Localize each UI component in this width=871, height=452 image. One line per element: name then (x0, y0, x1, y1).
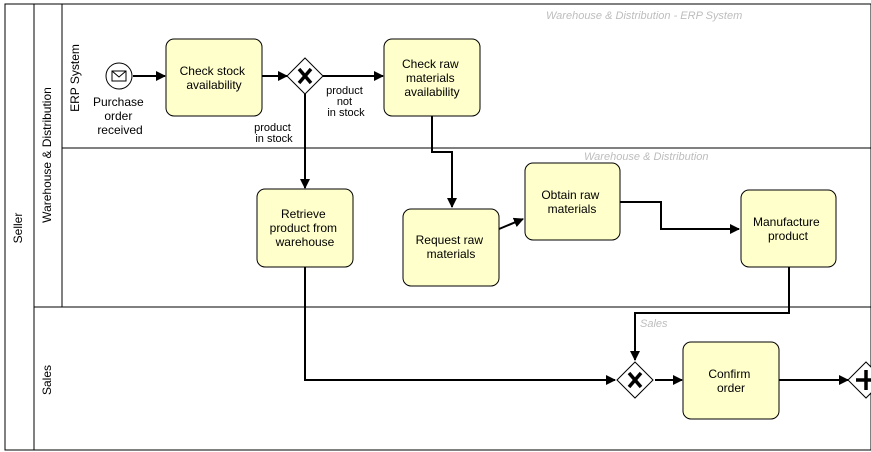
exclusive-x-icon (627, 371, 643, 389)
task-manufacture-label: Manufacture product (753, 215, 823, 243)
start-event-label: Purchase order received (93, 95, 147, 137)
task-retrieve[interactable]: Retrieve product from warehouse (256, 188, 354, 268)
pool-label: Seller (11, 213, 25, 244)
lane-warehouse-label: Warehouse & Distribution (40, 87, 54, 223)
flow-check-raw-to-request-raw (431, 116, 457, 208)
task-obtain-raw-label: Obtain raw materials (541, 188, 602, 216)
task-confirm-order[interactable]: Confirm order (682, 341, 780, 420)
task-confirm-order-label: Confirm order (708, 367, 753, 395)
task-check-raw-label: Check raw materials availability (402, 57, 462, 99)
parallel-plus-icon (856, 370, 871, 390)
flow-request-to-obtain (498, 217, 524, 230)
task-manufacture[interactable]: Manufacture product (740, 189, 837, 268)
task-check-raw[interactable]: Check raw materials availability (383, 38, 481, 117)
envelope-icon (111, 70, 127, 82)
task-retrieve-label: Retrieve product from warehouse (270, 207, 341, 249)
task-check-stock[interactable]: Check stock availability (165, 38, 263, 117)
exclusive-x-icon (297, 67, 313, 85)
pool-seller: Seller (4, 3, 871, 451)
gateway-join[interactable] (616, 361, 654, 399)
start-event[interactable]: Purchase order received (93, 62, 147, 137)
lane-warehouse: Warehouse & Distribution Warehouse & Dis… (34, 4, 871, 308)
lane-erp-label: ERP System (68, 44, 82, 112)
sequence-flows (133, 71, 849, 385)
task-obtain-raw[interactable]: Obtain raw materials (524, 162, 621, 241)
task-request-raw-label: Request raw materials (416, 233, 487, 261)
gateway-parallel[interactable] (847, 361, 871, 399)
task-request-raw[interactable]: Request raw materials (402, 208, 500, 287)
lane-sales-label: Sales (40, 365, 54, 395)
task-check-stock-label: Check stock availability (180, 64, 249, 92)
lane-sales: Sales Sales (40, 318, 668, 395)
flow-label-not-in-stock: product not in stock (326, 85, 366, 119)
lane-warehouse-caption: Warehouse & Distribution (584, 151, 709, 163)
gateway-stock-check[interactable] (286, 57, 324, 95)
flow-manufacture-to-join (630, 267, 790, 361)
flow-obtain-to-manufacture (620, 201, 740, 234)
flow-retrieve-to-join (304, 267, 616, 385)
flow-label-in-stock: product in stock (254, 122, 294, 145)
lane-erp-caption: Warehouse & Distribution - ERP System (546, 10, 742, 22)
lane-erp: ERP System Warehouse & Distribution - ER… (62, 10, 871, 149)
lane-sales-caption: Sales (640, 318, 668, 330)
